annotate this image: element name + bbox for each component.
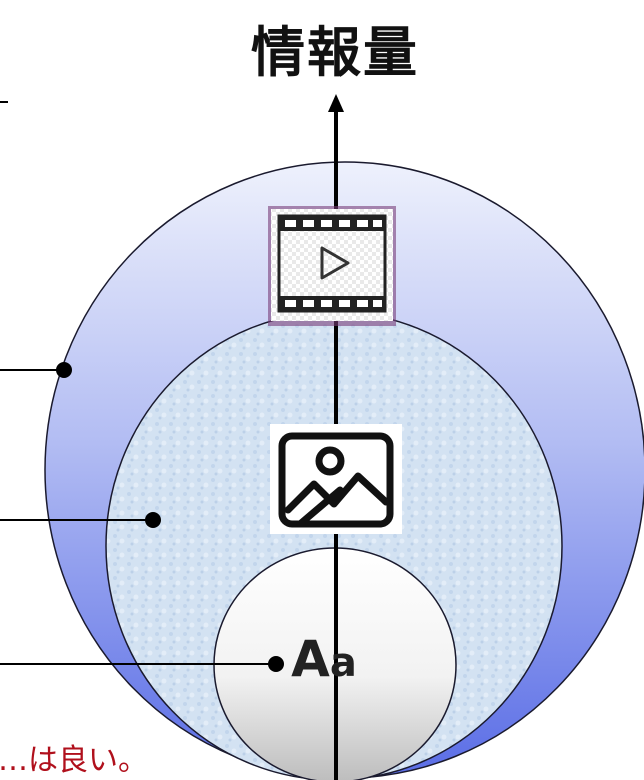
text-icon-big: A [291,630,330,688]
axis-arrow-head [328,94,344,112]
text-icon-small: a [329,640,357,686]
text-icon: Aa [284,630,364,688]
footer-caption: …は良い。 [0,743,148,778]
image-icon [270,424,402,534]
video-icon [268,206,396,326]
connector-middle [0,512,161,528]
connector-outer [0,362,72,378]
diagram-title: 情報量 [251,21,419,84]
connector-inner [0,656,284,672]
